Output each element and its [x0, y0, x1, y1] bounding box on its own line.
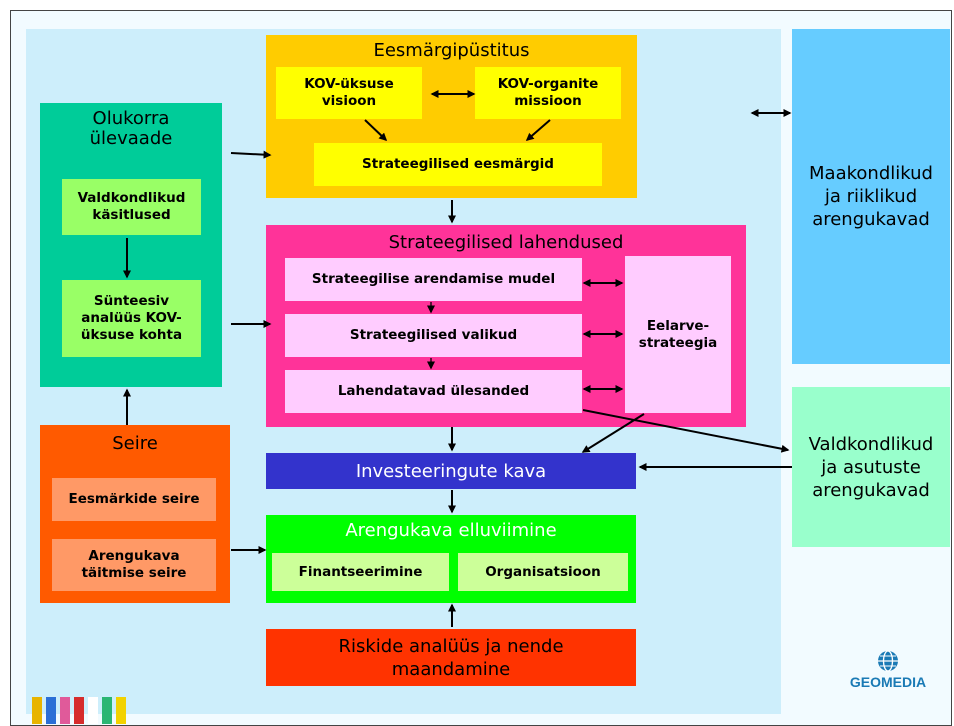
arrow-mission-goals	[525, 119, 551, 141]
situation-overview-title: Olukorra ülevaade	[89, 108, 173, 149]
logo-text: GEOMEDIA	[849, 674, 927, 690]
organization-box: Organisatsioon	[458, 553, 628, 591]
development-model-box: Strateegilise arendamise mudel	[285, 258, 582, 301]
arrow-tasks-sectoral-plans	[582, 409, 790, 453]
implementation-box: Arengukava elluviimine Finantseerimine O…	[266, 515, 636, 603]
synthesis-analysis-box: Sünteesiv analüüs KOV-üksuse kohta	[62, 280, 201, 357]
financing-box: Finantseerimine	[272, 553, 449, 591]
arrow-situation-goal-setting	[230, 150, 272, 159]
goals-monitoring-box: Eesmärkide seire	[52, 478, 216, 521]
situation-overview-box: Olukorra ülevaade Valdkondlikud käsitlus…	[40, 103, 222, 387]
goal-setting-title: Eesmärgipüstitus	[373, 40, 530, 61]
implementation-title: Arengukava elluviimine	[345, 520, 557, 541]
risk-analysis-box: Riskide analüüs ja nende maandamine	[266, 629, 636, 686]
monitoring-box: Seire Eesmärkide seire Arengukava täitmi…	[40, 425, 230, 603]
strategic-goals-box: Strateegilised eesmärgid	[314, 143, 602, 186]
strategic-solutions-title: Strateegilised lahendused	[388, 232, 624, 253]
sectoral-treatments-box: Valdkondlikud käsitlused	[62, 179, 201, 235]
globe-icon	[878, 650, 898, 672]
tasks-box: Lahendatavad ülesanded	[285, 370, 582, 413]
kov-vision-box: KOV-üksuse visioon	[276, 67, 422, 119]
plan-execution-monitoring-box: Arengukava täitmise seire	[52, 539, 216, 591]
county-national-plans-box: Maakondlikud ja riiklikud arengukavad	[792, 29, 950, 364]
arrow-vision-goals	[364, 119, 388, 142]
strategic-choices-box: Strateegilised valikud	[285, 314, 582, 357]
investment-plan-box: Investeeringute kava	[266, 453, 636, 489]
budget-strategy-box: Eelarve-strateegia	[625, 256, 731, 413]
geomedia-logo: GEOMEDIA	[838, 650, 938, 690]
strategic-solutions-box: Strateegilised lahendused Strateegilise …	[266, 225, 746, 427]
kov-mission-box: KOV-organite missioon	[475, 67, 621, 119]
monitoring-title: Seire	[112, 433, 158, 454]
goal-setting-box: Eesmärgipüstitus KOV-üksuse visioon KOV-…	[266, 35, 637, 198]
sectoral-institutional-plans-box: Valdkondlikud ja asutuste arengukavad	[792, 387, 950, 547]
